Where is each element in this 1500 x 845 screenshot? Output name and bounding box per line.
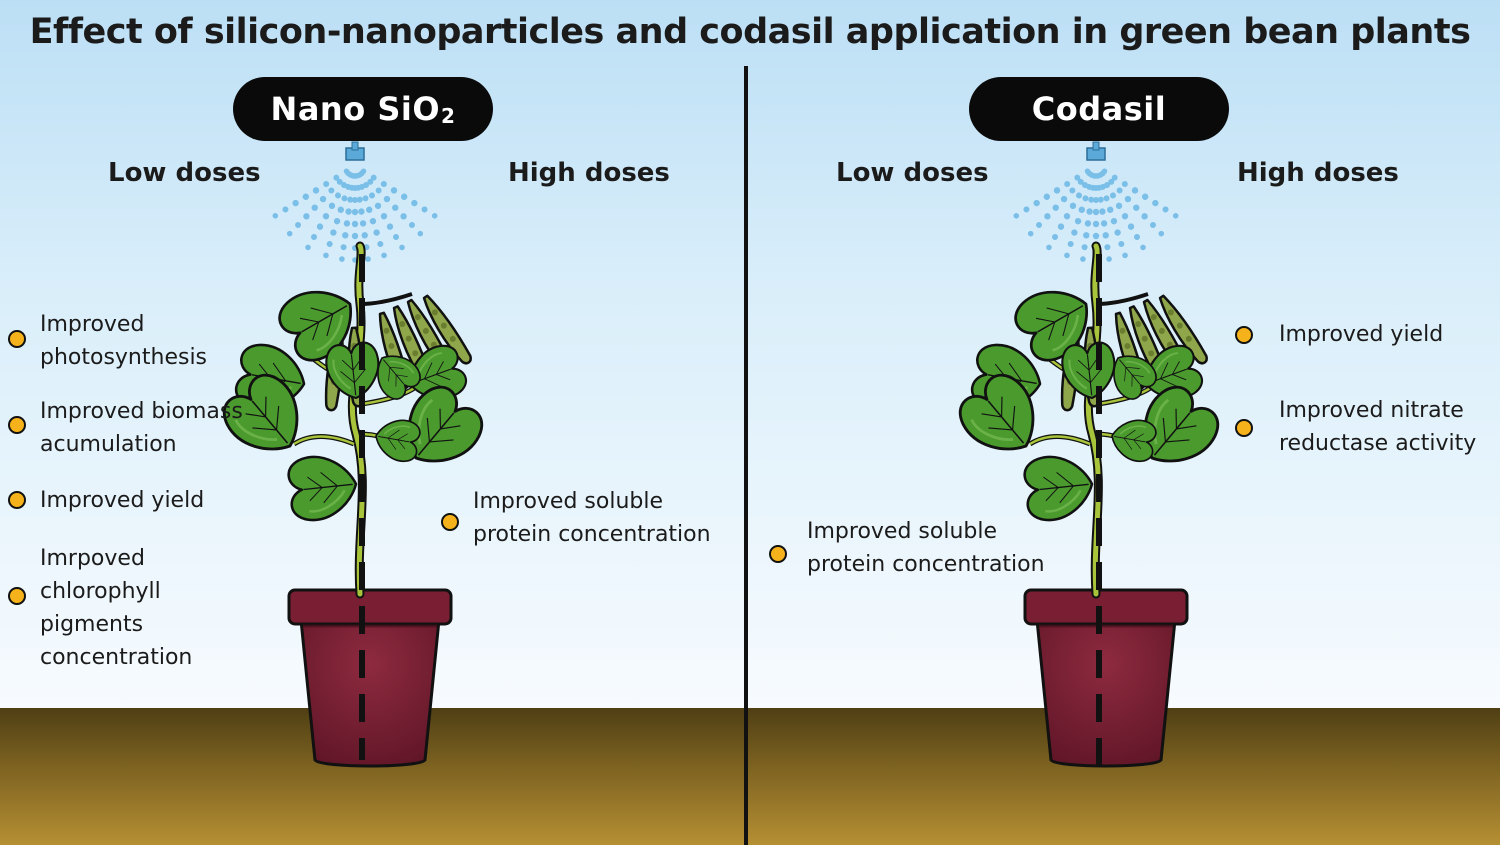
bullet-dot [8, 491, 26, 509]
bullet-dot [1235, 419, 1253, 437]
bullet-dot [8, 587, 26, 605]
effect-text: pigments [40, 612, 144, 637]
effect-text: photosynthesis [40, 345, 208, 370]
figure-title: Effect of silicon-nanoparticles and coda… [29, 12, 1471, 52]
effect-text: Improved nitrate [1279, 398, 1464, 423]
effect-text: Improved yield [40, 488, 205, 513]
sprayer-nozzle-icon [271, 142, 439, 263]
effect-text: concentration [40, 645, 193, 670]
treatment-name: Codasil [1031, 90, 1167, 128]
effect-item: Improved biomass acumulation [40, 395, 243, 461]
effect-text: acumulation [40, 432, 177, 457]
effect-item: Improved yield [40, 484, 204, 517]
bullet-dot [8, 330, 26, 348]
effect-item: Imrpoved chlorophyll pigments concentrat… [40, 542, 192, 674]
low-doses-label: Low doses [836, 158, 989, 188]
treatment-label-codasil: Codasil [969, 77, 1229, 141]
effect-text: Improved soluble [473, 489, 664, 514]
treatment-name: Nano SiO [270, 90, 441, 128]
effect-text: Improved yield [1279, 322, 1444, 347]
soil-ground [0, 708, 1500, 845]
effect-item: Improved photosynthesis [40, 308, 207, 374]
bullet-dot [769, 545, 787, 563]
green-bean-plant-icon [216, 246, 491, 594]
effect-text: reductase activity [1279, 431, 1477, 456]
effect-text: protein concentration [807, 552, 1045, 577]
effect-text: Improved soluble [807, 519, 998, 544]
low-doses-label: Low doses [108, 158, 261, 188]
effect-item: Improved soluble protein concentration [473, 485, 711, 551]
effect-text: Imrpoved [40, 546, 145, 571]
bullet-dot [8, 416, 26, 434]
effect-text: Improved [40, 312, 145, 337]
effect-text: Improved biomass [40, 399, 243, 424]
treatment-subscript: 2 [441, 104, 456, 128]
bullet-dot [441, 513, 459, 531]
effect-item: Improved yield [1279, 318, 1443, 351]
flower-pot-icon [1023, 588, 1189, 768]
panel-divider [744, 66, 748, 845]
effect-item: Improved nitrate reductase activity [1279, 394, 1476, 460]
effect-item: Improved soluble protein concentration [807, 515, 1045, 581]
flower-pot-icon [287, 588, 453, 768]
effect-text: protein concentration [473, 522, 711, 547]
high-doses-label: High doses [1237, 158, 1399, 188]
bullet-dot [1235, 326, 1253, 344]
high-doses-label: High doses [508, 158, 670, 188]
effect-text: chlorophyll [40, 579, 161, 604]
